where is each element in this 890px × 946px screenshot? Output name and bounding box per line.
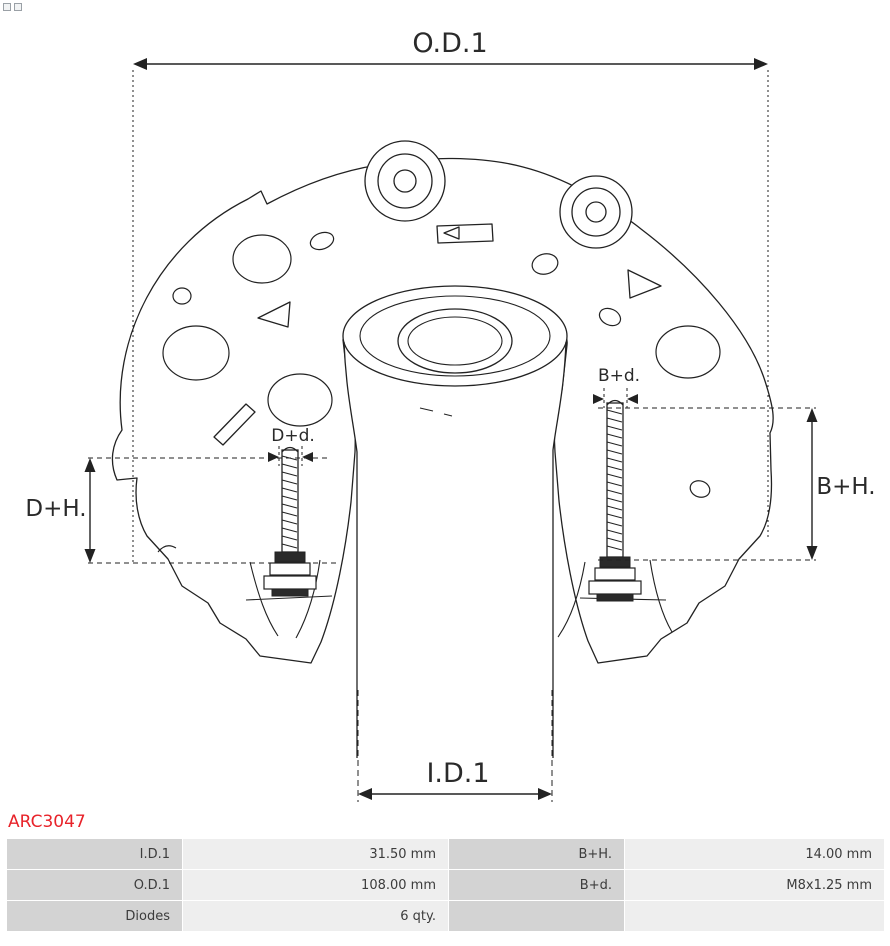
- spec-label-od1: O.D.1: [6, 869, 183, 901]
- corner-square-icon: [14, 3, 22, 11]
- table-row: Diodes 6 qty.: [6, 900, 885, 932]
- part-number: ARC3047: [8, 812, 86, 832]
- spec-value-empty: [624, 900, 885, 932]
- center-hole: [397, 308, 513, 374]
- center-cylinder: [342, 285, 568, 758]
- dimension-id1: I.D.1: [357, 690, 553, 802]
- right-stud-bolt: [588, 399, 642, 602]
- dimension-dd: D+d.: [268, 426, 315, 466]
- dimension-bh: B+H.: [598, 407, 876, 561]
- dimension-od1: O.D.1: [132, 28, 769, 562]
- table-row: I.D.1 31.50 mm B+H. 14.00 mm: [6, 838, 885, 870]
- bh-label: B+H.: [816, 474, 875, 500]
- spec-value-bh: 14.00 mm: [624, 838, 885, 870]
- plate-small-holes: [172, 231, 711, 498]
- spec-value-bd: M8x1.25 mm: [624, 869, 885, 901]
- grommet-terminal-right: [559, 175, 633, 249]
- grommet-terminal-top: [364, 140, 446, 222]
- spec-value-od1: 108.00 mm: [182, 869, 449, 901]
- bd-label: B+d.: [598, 366, 640, 386]
- plate-slots: [213, 223, 494, 446]
- spec-label-empty: [448, 900, 625, 932]
- spec-label-bh: B+H.: [448, 838, 625, 870]
- id1-label: I.D.1: [426, 758, 489, 789]
- od1-label: O.D.1: [412, 28, 487, 59]
- dd-label: D+d.: [271, 426, 315, 446]
- spec-label-id1: I.D.1: [6, 838, 183, 870]
- rectifier-technical-drawing: O.D.1 I.D.1 D+H. B+H. D+d.: [25, 28, 876, 802]
- polarity-arrow-marks: [257, 269, 662, 328]
- corner-square-icon: [3, 3, 11, 11]
- spec-value-id1: 31.50 mm: [182, 838, 449, 870]
- left-stud-bolt: [263, 446, 317, 597]
- spec-label-bd: B+d.: [448, 869, 625, 901]
- technical-drawing-area: O.D.1 I.D.1 D+H. B+H. D+d.: [25, 28, 876, 802]
- page-corner-icon: [3, 3, 22, 11]
- diode-terminals: [162, 234, 721, 427]
- spec-table: I.D.1 31.50 mm B+H. 14.00 mm O.D.1 108.0…: [6, 838, 885, 932]
- spec-value-diodes: 6 qty.: [182, 900, 449, 932]
- dimension-bd: B+d.: [593, 366, 640, 408]
- dh-label: D+H.: [25, 496, 86, 522]
- dimension-dh: D+H.: [25, 457, 336, 564]
- spec-label-diodes: Diodes: [6, 900, 183, 932]
- table-row: O.D.1 108.00 mm B+d. M8x1.25 mm: [6, 869, 885, 901]
